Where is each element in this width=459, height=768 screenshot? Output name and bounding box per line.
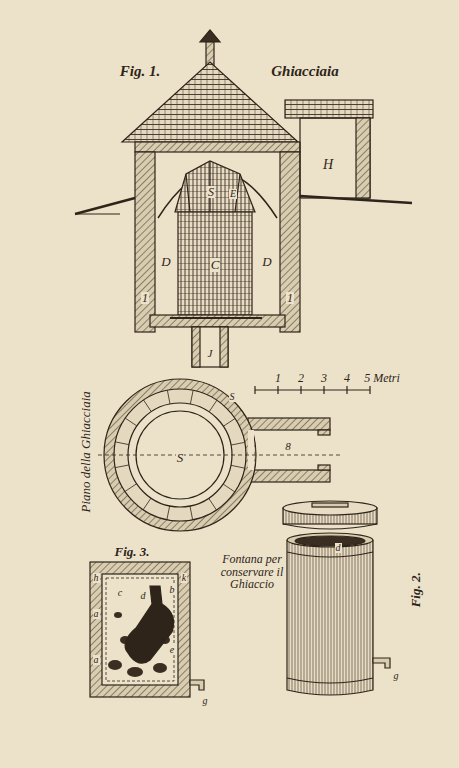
part-letter: g bbox=[393, 671, 400, 682]
ring-segment bbox=[231, 442, 245, 445]
ring-segment bbox=[190, 390, 193, 404]
part-letter: c bbox=[117, 588, 123, 599]
part-letter: D bbox=[160, 255, 171, 269]
ring-segment bbox=[209, 498, 217, 510]
part-letter: J bbox=[207, 348, 214, 360]
scale-tick bbox=[277, 386, 278, 394]
scale-tick bbox=[254, 386, 255, 394]
scale-number: 4 bbox=[343, 372, 351, 385]
part-letter: d bbox=[335, 543, 342, 554]
callout-number: 8 bbox=[284, 441, 292, 453]
figure-title: Ghiacciaia bbox=[270, 64, 340, 80]
part-letter: a bbox=[93, 609, 100, 620]
scale-number: 5 Metri bbox=[363, 372, 401, 385]
callout-number: 1 bbox=[286, 292, 294, 305]
ring-segment bbox=[223, 419, 235, 427]
part-letter: S bbox=[176, 451, 185, 465]
part-letter: S bbox=[207, 186, 215, 199]
figure-label: Fig. 2. bbox=[409, 571, 423, 608]
scale-tick bbox=[300, 386, 301, 394]
ring-segment bbox=[125, 418, 137, 426]
ring-segment bbox=[115, 465, 129, 468]
part-letter: h bbox=[93, 573, 100, 584]
figure-label: Fig. 1. bbox=[119, 64, 161, 80]
ring-segment bbox=[125, 484, 137, 492]
caption-note: Fontana per conservare il Ghiaccio bbox=[209, 553, 295, 591]
part-letter: a bbox=[93, 655, 100, 666]
ring-segment bbox=[190, 506, 193, 520]
ring-segment bbox=[167, 390, 170, 404]
part-letter: D bbox=[261, 255, 272, 269]
ring-segment bbox=[231, 465, 245, 468]
figure-label: Fig. 3. bbox=[113, 545, 150, 559]
part-letter: b bbox=[169, 585, 176, 596]
ring-segment bbox=[144, 400, 152, 412]
scale-number: 1 bbox=[274, 372, 282, 385]
ring-segment bbox=[167, 506, 170, 520]
part-letter: k bbox=[181, 573, 187, 584]
part-letter: C bbox=[210, 258, 221, 272]
scale-tick bbox=[323, 386, 324, 394]
ring-segment bbox=[143, 498, 151, 510]
scale-number: 2 bbox=[297, 372, 305, 385]
part-letter: H bbox=[322, 158, 334, 173]
ring-segment bbox=[115, 442, 129, 445]
plan-title: Piano della Ghiacciaia bbox=[79, 390, 93, 513]
part-letter: S bbox=[229, 392, 236, 403]
scale-tick bbox=[346, 386, 347, 394]
part-letter: e bbox=[169, 645, 175, 656]
scale-number: 3 bbox=[320, 372, 328, 385]
part-letter: g bbox=[202, 696, 209, 707]
ring-segment bbox=[223, 484, 235, 492]
part-letter: E bbox=[229, 189, 237, 200]
callout-number: 1 bbox=[141, 292, 149, 305]
part-letter: d bbox=[140, 591, 147, 602]
ring-segment bbox=[209, 400, 217, 412]
scale-tick bbox=[369, 386, 370, 394]
